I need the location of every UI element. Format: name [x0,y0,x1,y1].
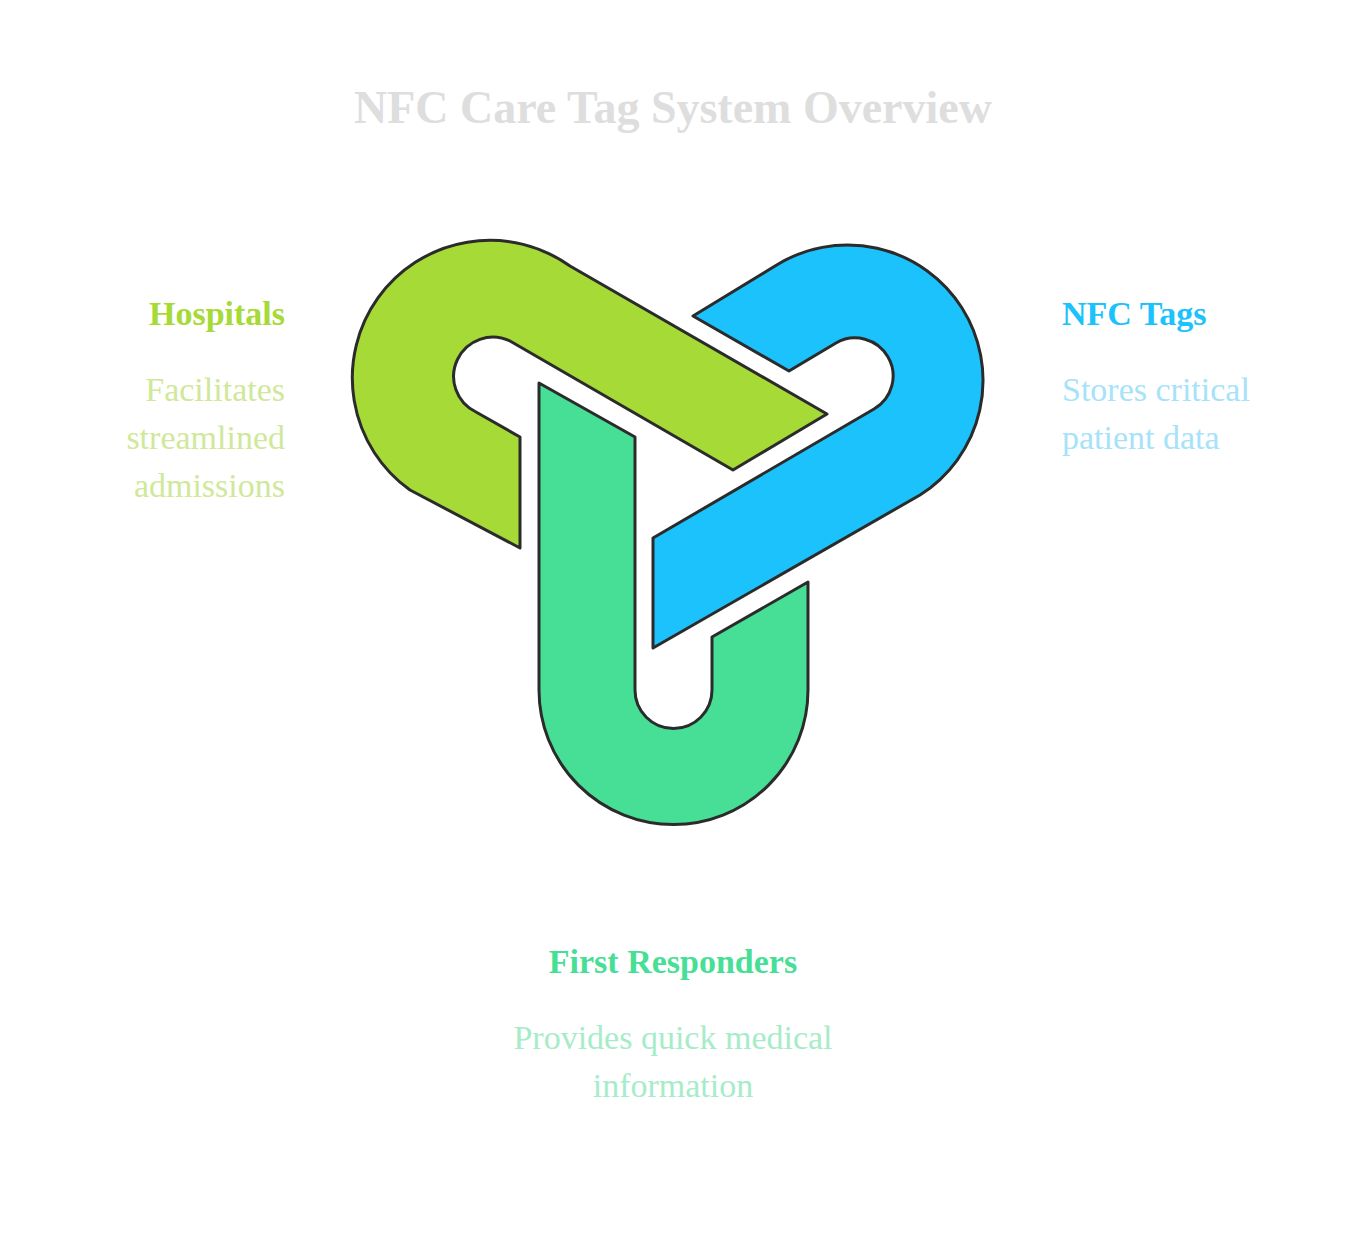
first-responders-block: First RespondersProvides quick medical i… [493,942,853,1110]
link-nfc-tags [653,245,983,648]
diagram-title: NFC Care Tag System Overview [354,81,992,135]
nfc-tags-block: NFC TagsStores critical patient data [1062,294,1302,462]
hospitals-block: HospitalsFacilitates streamlined admissi… [75,294,285,510]
node-heading: Hospitals [75,294,285,334]
node-heading: First Responders [493,942,853,982]
node-description: Facilitates streamlined admissions [75,366,285,510]
node-description: Provides quick medical information [493,1014,853,1110]
node-description: Stores critical patient data [1062,366,1302,462]
node-heading: NFC Tags [1062,294,1302,334]
